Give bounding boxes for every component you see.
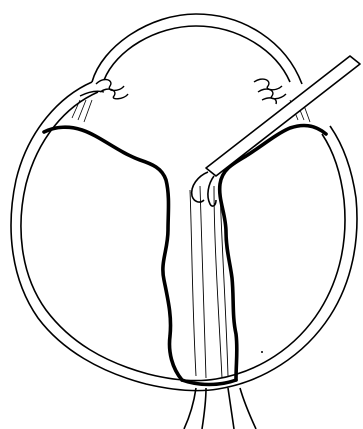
iris-left	[80, 80, 128, 99]
forceps-instrument	[192, 56, 360, 206]
forceps-shaft	[206, 56, 360, 176]
forceps-jaw-right	[208, 176, 216, 206]
optic-nerve	[184, 388, 256, 429]
optic-nerve-left-edge	[184, 388, 196, 429]
iris-right-fold-3	[262, 98, 276, 104]
iris-right-fold-1	[254, 79, 282, 90]
globe-inner-contour	[21, 92, 345, 381]
iris-right	[254, 79, 286, 104]
optic-nerve-inner-left	[202, 388, 206, 429]
cornea-outer-contour	[92, 14, 302, 84]
stalk-fiber-2	[200, 186, 206, 378]
iris-left-fold-2	[100, 89, 128, 99]
zonule-left-3	[84, 100, 92, 122]
optic-nerve-right-edge	[240, 388, 256, 429]
optic-nerve-inner-right	[228, 388, 234, 429]
stalk-fiber-1	[190, 190, 196, 376]
funnel-membrane	[44, 126, 326, 385]
cornea	[92, 14, 302, 84]
iris-right-fold-2	[258, 89, 286, 99]
funnel-left-wall	[44, 127, 182, 380]
zonule-left-1	[72, 100, 80, 118]
speck	[261, 351, 263, 353]
